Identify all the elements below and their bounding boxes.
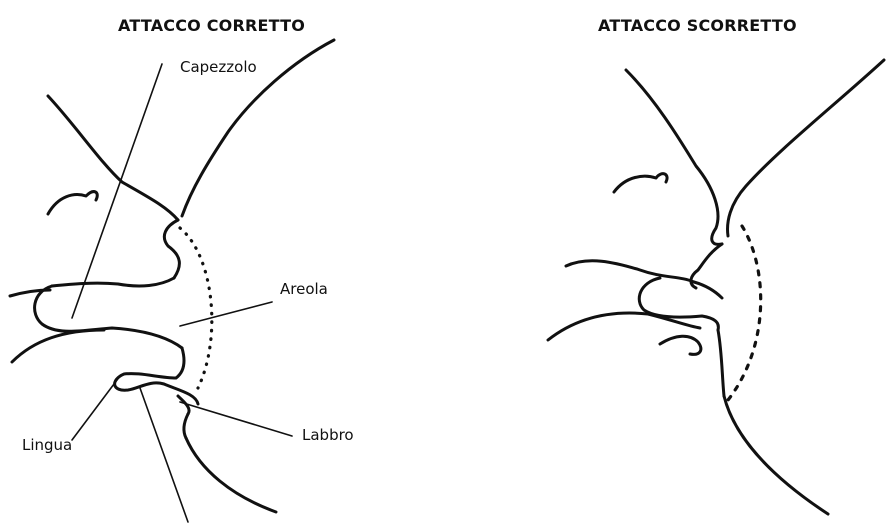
label-tongue: Lingua bbox=[22, 436, 72, 454]
incorrect-lower-lip bbox=[660, 336, 701, 354]
incorrect-upper-lip bbox=[566, 261, 694, 282]
correct-baby-chin-line bbox=[10, 290, 50, 296]
incorrect-chin bbox=[718, 330, 724, 396]
lower-leader-line bbox=[140, 388, 188, 522]
label-nipple: Capezzolo bbox=[180, 58, 257, 76]
correct-baby-jaw bbox=[12, 330, 104, 362]
incorrect-baby-forehead bbox=[626, 70, 722, 244]
incorrect-latch-illustration bbox=[548, 60, 884, 514]
label-lip: Labbro bbox=[302, 426, 354, 444]
label-areola: Areola bbox=[280, 280, 328, 298]
correct-upper-lip bbox=[52, 278, 174, 286]
lip-leader-line bbox=[180, 402, 292, 436]
correct-breast-lower-outline bbox=[186, 438, 276, 512]
incorrect-baby-eye bbox=[614, 174, 667, 192]
tongue-leader-line bbox=[72, 376, 120, 440]
nipple-leader-line bbox=[72, 64, 162, 318]
correct-lower-lip bbox=[115, 348, 198, 404]
incorrect-breast-lower-outline bbox=[724, 396, 828, 514]
correct-chin bbox=[184, 414, 188, 438]
correct-nipple-curl bbox=[35, 286, 182, 348]
incorrect-mouth-top bbox=[694, 282, 722, 298]
correct-baby-nose bbox=[164, 220, 179, 278]
areola-leader-line bbox=[180, 302, 272, 326]
incorrect-breast-outline bbox=[728, 60, 884, 236]
correct-baby-eye bbox=[48, 192, 97, 214]
incorrect-areola-dashed bbox=[728, 226, 761, 400]
